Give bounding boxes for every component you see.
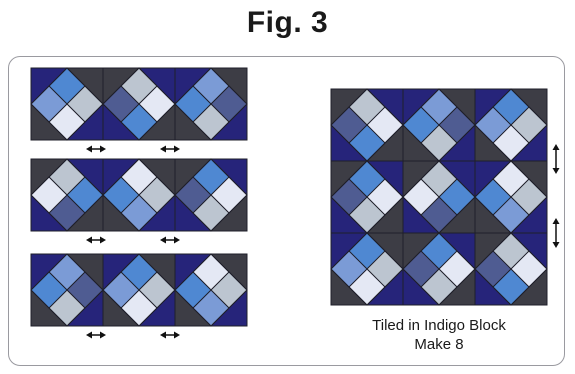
- indigo-block: [174, 158, 248, 232]
- pressing-arrows: [86, 144, 560, 339]
- arrow-head: [86, 331, 92, 339]
- indigo-block: [102, 158, 176, 232]
- arrow-head: [552, 242, 560, 248]
- arrow-head: [86, 145, 92, 153]
- indigo-block: [330, 88, 404, 162]
- arrow-head: [552, 218, 560, 224]
- indigo-block: [330, 160, 404, 234]
- indigo-block: [474, 160, 548, 234]
- indigo-block: [330, 232, 404, 306]
- horizontal-double-arrow-icon: [86, 331, 106, 339]
- block-strip: [30, 253, 248, 327]
- horizontal-double-arrow-icon: [86, 236, 106, 244]
- arrow-head: [552, 144, 560, 150]
- caption-title: Tiled in Indigo Block: [372, 317, 506, 334]
- arrow-head: [86, 236, 92, 244]
- quilt-row: [330, 160, 548, 234]
- arrow-head: [160, 236, 166, 244]
- assembled-quilt-block: [330, 88, 548, 306]
- arrow-head: [100, 331, 106, 339]
- indigo-block: [402, 160, 476, 234]
- arrow-head: [100, 145, 106, 153]
- horizontal-double-arrow-icon: [160, 236, 180, 244]
- indigo-block: [474, 88, 548, 162]
- quilt-row: [330, 232, 548, 306]
- indigo-block: [174, 67, 248, 141]
- arrow-head: [160, 145, 166, 153]
- indigo-block: [30, 158, 104, 232]
- horizontal-double-arrow-icon: [86, 145, 106, 153]
- block-strip: [30, 67, 248, 141]
- arrow-head: [160, 331, 166, 339]
- block-outline: [174, 67, 248, 141]
- vertical-double-arrow-icon: [552, 144, 560, 174]
- figure-title: Fig. 3: [246, 6, 329, 39]
- indigo-block: [102, 253, 176, 327]
- indigo-block: [30, 253, 104, 327]
- indigo-block: [474, 232, 548, 306]
- arrow-head: [174, 145, 180, 153]
- vertical-double-arrow-icon: [552, 218, 560, 248]
- arrow-head: [100, 236, 106, 244]
- horizontal-double-arrow-icon: [160, 331, 180, 339]
- horizontal-double-arrow-icon: [160, 145, 180, 153]
- block-outline: [474, 232, 548, 306]
- arrow-head: [174, 331, 180, 339]
- block-outline: [174, 158, 248, 232]
- indigo-block: [402, 232, 476, 306]
- block-strip: [30, 158, 248, 232]
- quilt-row: [330, 88, 548, 162]
- arrow-head: [552, 168, 560, 174]
- indigo-block: [402, 88, 476, 162]
- block-strips: [30, 67, 248, 327]
- caption-quantity: Make 8: [414, 336, 464, 353]
- indigo-block: [174, 253, 248, 327]
- block-outline: [174, 253, 248, 327]
- figure-panel: [8, 56, 565, 366]
- indigo-block: [30, 67, 104, 141]
- arrow-head: [174, 236, 180, 244]
- quilt-caption: Tiled in Indigo Block Make 8: [328, 316, 550, 354]
- indigo-block: [102, 67, 176, 141]
